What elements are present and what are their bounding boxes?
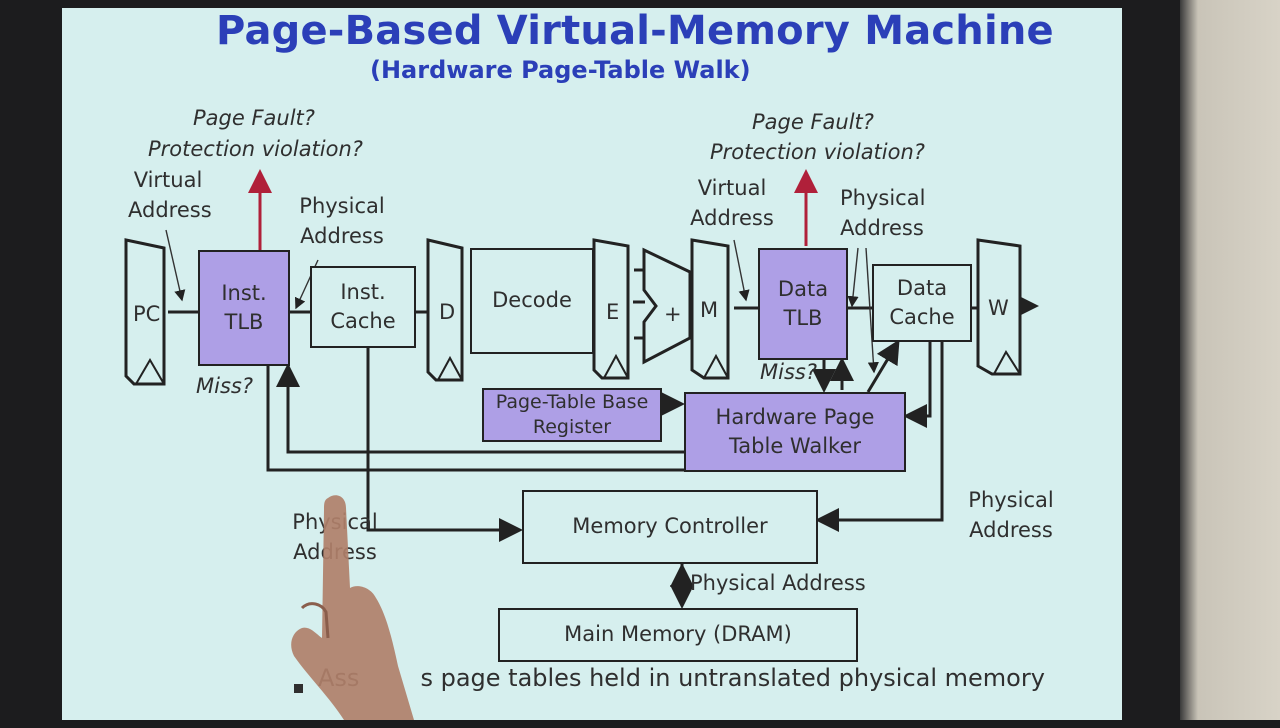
background-wall — [1180, 0, 1280, 720]
physical-address-label-dram: Physical Address — [690, 571, 866, 595]
e-register: E — [606, 300, 620, 324]
inst-cache-label-1: Inst. — [340, 279, 386, 304]
ptbr-label-1: Page-Table Base — [495, 391, 649, 414]
decode-block: Decode — [470, 248, 594, 354]
physical-address-label-itlb: Physical Address — [296, 192, 388, 252]
physical-itlb-line2: Address — [300, 223, 384, 248]
virtual-address-right-line1: Virtual — [697, 176, 767, 200]
inst-cache-label-2: Cache — [330, 309, 396, 333]
data-cache-label-1: Data — [896, 275, 948, 300]
w-register: W — [988, 296, 1009, 320]
physical-address-label-mc-right: Physical Address — [966, 486, 1056, 546]
alu-adder: + — [664, 302, 682, 326]
physical-dtlb-line1: Physical — [840, 186, 926, 210]
d-register: D — [439, 300, 456, 324]
main-memory-dram: Main Memory (DRAM) — [498, 608, 858, 662]
virtual-address-label-left: Virtual Address — [128, 166, 212, 226]
pc-register: PC — [133, 302, 161, 326]
physical-address-label-dtlb: Physical Address — [840, 184, 926, 244]
virtual-address-left-line1: Virtual — [133, 168, 203, 192]
inst-cache: Inst. Cache — [310, 266, 416, 348]
pc-register-shape — [124, 238, 166, 386]
virtual-address-left-line2: Address — [128, 197, 212, 222]
inst-tlb: Inst. TLB — [198, 250, 290, 366]
data-tlb-label-2: TLB — [783, 306, 823, 330]
page-fault-label-right: Page Fault? — [752, 110, 874, 134]
walker-label-2: Table Walker — [728, 434, 862, 458]
ptbr-label-2: Register — [532, 416, 612, 438]
protection-violation-label-right: Protection violation? — [710, 140, 925, 164]
physical-mc-right-line2: Address — [969, 517, 1053, 542]
bullet-marker — [294, 684, 303, 693]
protection-violation-label-left: Protection violation? — [148, 137, 363, 161]
slide-title: Page-Based Virtual-Memory Machine — [216, 8, 1054, 54]
miss-label-left: Miss? — [196, 374, 253, 398]
walker-label-1: Hardware Page — [715, 404, 875, 429]
virtual-address-right-line2: Address — [690, 205, 774, 230]
slide-subtitle: (Hardware Page-Table Walk) — [370, 56, 751, 84]
physical-itlb-line1: Physical — [299, 194, 385, 218]
page-fault-label-left: Page Fault? — [193, 106, 315, 130]
physical-mc-right-line1: Physical — [968, 488, 1054, 512]
miss-label-right: Miss? — [760, 360, 817, 384]
presenter-hand — [291, 495, 414, 720]
m-register: M — [700, 298, 719, 322]
data-tlb-label-1: Data — [777, 276, 829, 301]
memory-controller: Memory Controller — [522, 490, 818, 564]
inst-tlb-label-2: TLB — [224, 310, 264, 334]
inst-tlb-label-1: Inst. — [221, 280, 267, 305]
data-cache-label-2: Cache — [889, 305, 955, 329]
virtual-address-label-right: Virtual Address — [690, 174, 774, 234]
physical-dtlb-line2: Address — [840, 215, 924, 240]
